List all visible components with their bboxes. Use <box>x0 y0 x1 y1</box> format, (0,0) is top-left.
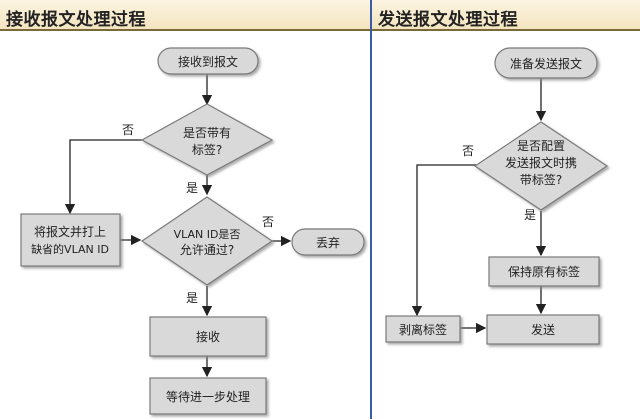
edge-label-yes1: 是 <box>186 181 198 195</box>
send-label: 发送 <box>531 322 555 337</box>
edge-d1-no <box>64 139 143 215</box>
receive-process <box>149 316 267 357</box>
tag-default-process <box>20 213 121 267</box>
send-tag-line3: 带标签? <box>520 172 562 187</box>
send-process-header: 发送报文处理过程 <box>372 0 640 31</box>
receive-process-pane: 接收报文处理过程 接收到报文 是否带有 标签? <box>0 0 371 415</box>
tag-default-line2: 缺省的VLAN ID <box>31 242 109 256</box>
keep-tag-label: 保持原有标签 <box>508 264 580 279</box>
start-label: 接收到报文 <box>178 54 238 69</box>
await-processing <box>149 377 267 415</box>
vlan-allow-line2: 允许通过? <box>180 242 234 257</box>
send-edge-label-yes: 是 <box>524 208 536 222</box>
send-tag-line2: 发送报文时携 <box>505 155 577 170</box>
send-tag-line1: 是否配置 <box>517 139 565 153</box>
pane-divider <box>370 0 372 419</box>
start-terminator <box>157 47 259 75</box>
send-start-terminator <box>494 47 598 79</box>
send-edge-label-no: 否 <box>462 144 474 158</box>
tag-check-line1: 是否带有 <box>183 126 231 140</box>
send-process <box>486 314 600 345</box>
send-process-title: 发送报文处理过程 <box>378 10 518 30</box>
receive-process-title: 接收报文处理过程 <box>6 10 146 30</box>
receive-flowchart: 接收到报文 是否带有 标签? VLAN ID是否 允许通过? 将报文并打上 缺省… <box>20 47 365 415</box>
vlan-allow-decision <box>140 196 274 286</box>
tag-check-decision <box>140 103 274 176</box>
discard-label: 丢弃 <box>316 235 340 250</box>
discard-terminator <box>291 228 365 256</box>
tag-check-line2: 标签? <box>192 142 222 157</box>
edge-label-yes2: 是 <box>186 291 198 305</box>
receive-process-header: 接收报文处理过程 <box>0 0 371 31</box>
vlan-allow-line1: VLAN ID是否 <box>174 228 241 241</box>
await-processing-label: 等待进一步处理 <box>166 390 250 404</box>
send-tag-decision <box>473 121 609 211</box>
send-flowchart: 准备发送报文 是否配置 发送报文时携 带标签? 保持原有标签 剥离标签 发送 否… <box>385 47 609 345</box>
tag-default-line1: 将报文并打上 <box>34 224 106 239</box>
keep-tag-process <box>488 256 600 287</box>
edge-send-d-no <box>411 164 476 317</box>
send-start-label: 准备发送报文 <box>510 56 582 71</box>
edge-label-no1: 否 <box>122 123 134 137</box>
receive-label: 接收 <box>196 329 220 344</box>
strip-tag-label: 剥离标签 <box>399 322 447 337</box>
strip-tag-process <box>385 315 461 343</box>
edge-label-no2: 否 <box>262 215 274 229</box>
send-process-pane: 发送报文处理过程 准备发送报文 是否配置 发送报文时携 带标签? 保持原有标签 <box>372 0 640 419</box>
